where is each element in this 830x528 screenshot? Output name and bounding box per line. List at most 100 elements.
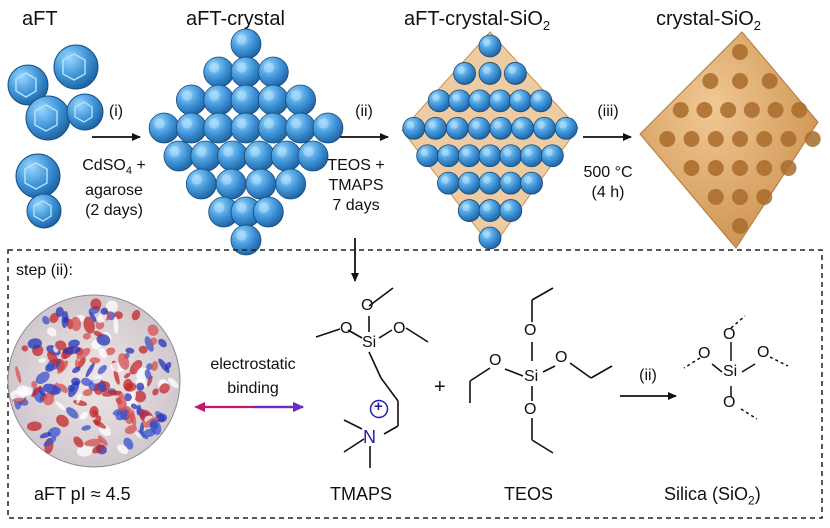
esp-patch	[146, 375, 153, 387]
esp-patch	[16, 385, 29, 397]
tmaps-o-top: O	[361, 297, 374, 314]
crystal-cage	[163, 140, 195, 172]
esp-patch	[84, 438, 102, 447]
crystal-cage	[257, 112, 289, 144]
teos-o-left: O	[489, 352, 502, 369]
esp-patch	[158, 338, 167, 348]
esp-patch	[92, 376, 102, 384]
esp-patch	[82, 333, 91, 340]
esp-patch	[97, 382, 107, 392]
esp-patch	[97, 312, 107, 323]
tmaps-n: N	[363, 427, 376, 447]
silica-pore	[707, 131, 724, 147]
teos-structure	[469, 287, 613, 454]
esp-patch	[42, 315, 50, 325]
silica-pore	[756, 131, 773, 147]
teos-name: TEOS	[504, 484, 554, 504]
esp-patch	[58, 383, 68, 394]
silica-pore	[702, 73, 719, 89]
esp-patch	[144, 336, 154, 352]
crystal-cage	[520, 171, 543, 195]
crystal-cage	[520, 144, 543, 168]
silica-name: Silica (SiO2)	[664, 484, 761, 508]
crystal-cage	[453, 62, 477, 85]
esp-patch	[138, 345, 148, 354]
esp-patch	[105, 300, 118, 313]
crystal-cage	[175, 112, 207, 144]
crystal-cage	[244, 140, 275, 172]
step-iii-label: (iii)	[597, 103, 619, 120]
esp-patch	[113, 316, 119, 335]
crystal-cage	[285, 84, 317, 116]
plus-sign: +	[434, 376, 446, 398]
silica-pore	[732, 131, 748, 147]
tmaps-o-left: O	[340, 320, 353, 337]
esp-patch	[125, 347, 135, 354]
silica-pore	[707, 160, 724, 176]
esp-patch	[124, 372, 131, 379]
aft-crystal	[148, 28, 344, 256]
crystal-cage	[533, 116, 556, 140]
esp-patch	[21, 345, 28, 352]
silica-pore	[720, 102, 737, 118]
step-i-label: (i)	[108, 103, 124, 120]
crystal-cage	[437, 144, 460, 168]
esp-patch	[113, 390, 122, 396]
esp-patch	[89, 406, 99, 418]
crystal-cage	[448, 89, 471, 113]
crystal-cage	[203, 84, 235, 116]
crystal-cage	[285, 112, 317, 144]
esp-patch	[55, 401, 66, 411]
crystal-sio2	[639, 31, 821, 249]
crystal-cage	[457, 171, 481, 195]
esp-patch	[77, 357, 86, 368]
esp-patch	[31, 385, 42, 398]
esp-patch	[57, 360, 69, 374]
esp-patch	[113, 369, 120, 385]
esp-patch	[27, 338, 42, 349]
esp-patch	[68, 339, 80, 348]
crystal-cage	[230, 28, 262, 60]
crystal-cage	[230, 112, 262, 144]
silica-pore	[732, 160, 748, 176]
esp-patch	[47, 427, 61, 438]
crystal-cage	[478, 144, 502, 168]
crystal-cage	[230, 224, 262, 256]
crystal-cage	[148, 112, 180, 144]
esp-patch	[68, 381, 80, 398]
esp-patch	[100, 307, 108, 315]
crystal-cage	[445, 116, 469, 140]
esp-patch	[72, 366, 81, 374]
crystal-cage	[503, 62, 527, 85]
crystal-cage	[270, 140, 302, 172]
esp-patch	[105, 347, 116, 356]
title-aft-crystal-sio2: aFT-crystal-SiO2	[404, 8, 551, 33]
esp-patch	[82, 389, 93, 397]
crystal-cage	[297, 140, 329, 172]
esp-patch	[136, 382, 145, 391]
esp-patch	[47, 351, 60, 366]
esp-patch	[124, 393, 132, 402]
silica-pore	[791, 102, 808, 118]
esp-patch	[97, 364, 107, 375]
silica-pore	[659, 131, 676, 147]
esp-patch	[117, 396, 127, 412]
esp-patch	[39, 432, 52, 439]
crystal-cage	[217, 140, 248, 172]
esp-patch	[124, 425, 137, 435]
crystal-cage	[257, 84, 289, 116]
esp-patch	[124, 382, 137, 392]
crystal-cage	[275, 168, 307, 200]
esp-patch	[89, 311, 97, 323]
esp-patch	[81, 377, 92, 387]
tmaps-o-right: O	[393, 320, 406, 337]
crystal-cage	[230, 84, 262, 116]
crystal-cage	[509, 89, 532, 113]
crystal-cage	[457, 199, 481, 222]
silica-pore	[743, 102, 760, 118]
aft-crystal-sio2	[401, 31, 579, 250]
silica-si: Si	[723, 363, 738, 380]
esp-patch	[130, 403, 138, 410]
silica-pore	[707, 189, 724, 205]
step-ii-label: (ii)	[355, 103, 373, 120]
